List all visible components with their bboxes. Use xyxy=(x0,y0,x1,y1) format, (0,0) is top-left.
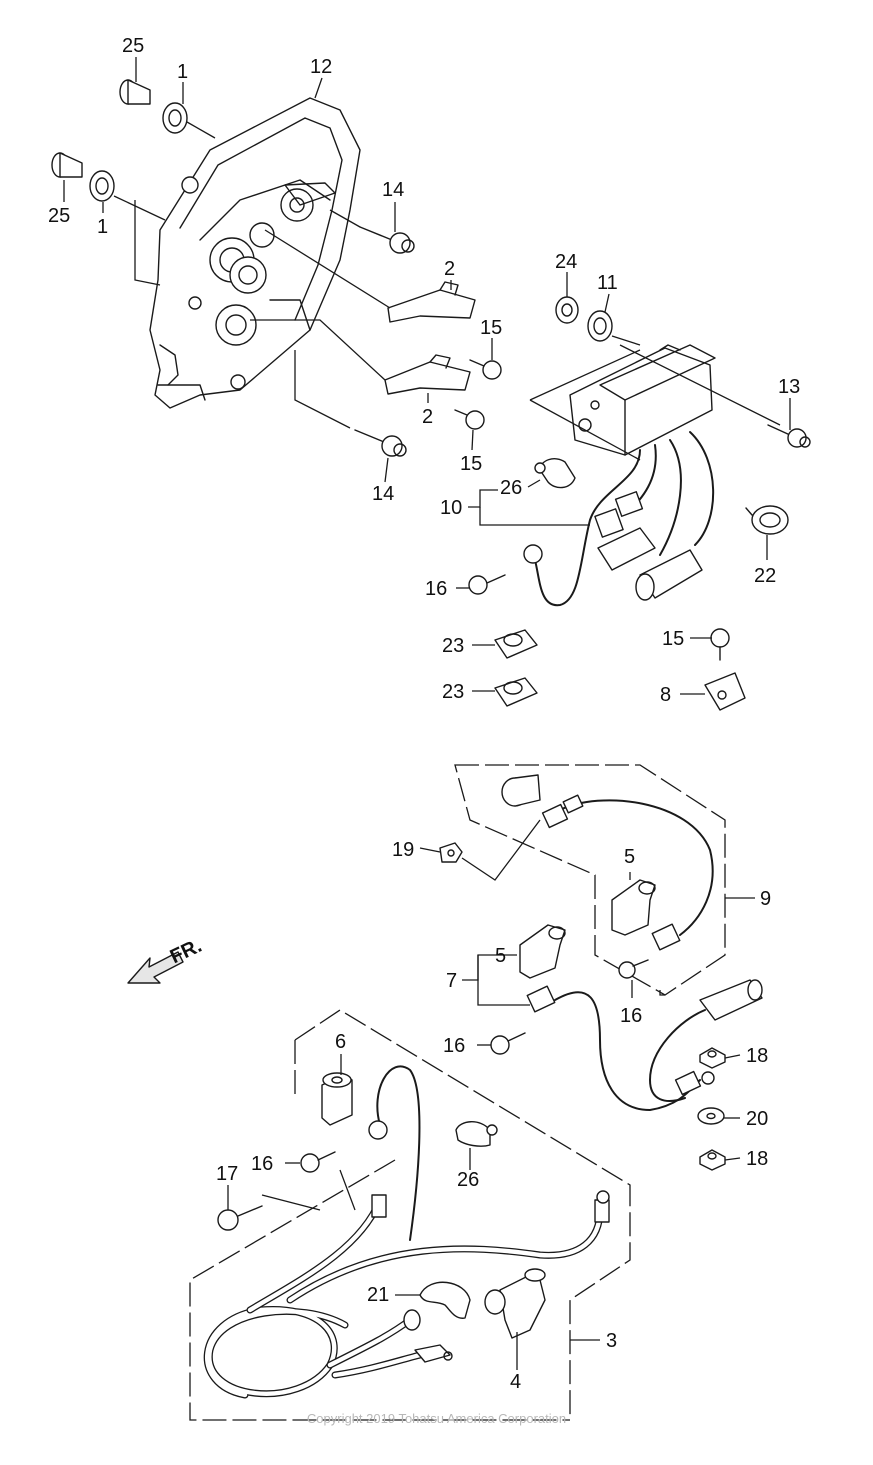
collar-25-upper xyxy=(119,79,151,105)
clamp-23-b xyxy=(494,677,538,707)
bolt-13 xyxy=(767,424,811,448)
callout-15-top: 15 xyxy=(480,317,502,339)
screw-16-mid xyxy=(618,959,649,979)
callout-25-top: 25 xyxy=(122,35,144,57)
bracket-part-12 xyxy=(149,97,361,409)
callout-18-top: 18 xyxy=(746,1045,768,1067)
callout-14-top: 14 xyxy=(382,179,404,201)
callout-20: 20 xyxy=(746,1108,768,1130)
bolt-14-upper xyxy=(359,226,415,254)
callout-16-mid: 16 xyxy=(620,1005,642,1027)
callout-6: 6 xyxy=(335,1031,346,1053)
clamp-23-a xyxy=(494,629,538,659)
callout-23-b: 23 xyxy=(442,681,464,703)
callout-13: 13 xyxy=(778,376,800,398)
harness-9-cable xyxy=(541,794,714,951)
callout-3: 3 xyxy=(606,1330,617,1352)
plate-2-upper xyxy=(387,281,476,323)
callout-18-bottom: 18 xyxy=(746,1148,768,1170)
callout-7: 7 xyxy=(446,970,457,992)
bolt-17 xyxy=(217,1205,263,1231)
grommet-24 xyxy=(555,296,579,324)
harness-7-cable xyxy=(526,979,763,1111)
rectifier-unit-10 xyxy=(569,344,716,456)
boot-5-upper xyxy=(611,879,656,936)
rectifier-harness xyxy=(523,431,715,607)
tie-21 xyxy=(419,1281,471,1319)
callout-16-lower: 16 xyxy=(251,1153,273,1175)
callout-17: 17 xyxy=(216,1163,238,1185)
callout-9: 9 xyxy=(760,888,771,910)
callout-25-bottom: 25 xyxy=(48,205,70,227)
callout-24: 24 xyxy=(555,251,577,273)
callout-leaders xyxy=(63,57,791,1370)
callout-26-top: 26 xyxy=(500,477,522,499)
callout-16-left: 16 xyxy=(443,1035,465,1057)
screw-15-c xyxy=(710,628,730,661)
callout-23-a: 23 xyxy=(442,635,464,657)
boot-4 xyxy=(484,1268,546,1339)
clamp-22 xyxy=(745,505,789,535)
callout-19: 19 xyxy=(392,839,414,861)
copyright-notice: Copyright 2019 Tohatsu America Corporati… xyxy=(306,1411,567,1426)
screw-16-lower xyxy=(300,1151,336,1173)
callout-1-bottom: 1 xyxy=(97,216,108,238)
callout-5-bottom: 5 xyxy=(495,945,506,967)
screw-15-a xyxy=(469,359,502,380)
callout-2-top: 2 xyxy=(444,258,455,280)
washer-20 xyxy=(697,1107,725,1125)
callout-15-right: 15 xyxy=(662,628,684,650)
callout-10: 10 xyxy=(440,497,462,519)
plate-2-lower xyxy=(384,354,471,395)
battery-cable-coil xyxy=(203,1065,610,1399)
grommet-1-upper xyxy=(162,102,188,134)
nut-19 xyxy=(439,842,463,863)
callout-14-bottom: 14 xyxy=(372,483,394,505)
grommet-1-lower xyxy=(89,170,115,202)
callout-12: 12 xyxy=(310,56,332,78)
callout-22: 22 xyxy=(754,565,776,587)
plate-8 xyxy=(704,672,746,711)
callout-numbers: 25 1 12 25 1 14 2 24 11 15 13 2 14 15 26… xyxy=(48,35,800,1393)
front-direction-arrow xyxy=(127,951,184,984)
clip-26-lower xyxy=(455,1121,498,1147)
bolt-14-lower xyxy=(354,429,407,457)
grommet-11 xyxy=(587,310,613,342)
screw-16-left xyxy=(490,1032,526,1055)
callout-21: 21 xyxy=(367,1284,389,1306)
callout-11: 11 xyxy=(597,272,618,294)
callout-16-top: 16 xyxy=(425,578,447,600)
boot-5-lower xyxy=(519,924,566,979)
callout-5-top: 5 xyxy=(624,846,635,868)
screw-16-upper xyxy=(468,574,506,595)
clip-26-upper xyxy=(534,458,576,489)
callout-8: 8 xyxy=(660,684,671,706)
terminal-6 xyxy=(321,1072,353,1126)
callout-1-top: 1 xyxy=(177,61,188,83)
callout-26-bottom: 26 xyxy=(457,1169,479,1191)
collar-25-lower xyxy=(51,152,83,178)
callout-2-bottom: 2 xyxy=(422,406,433,428)
nut-18-lower xyxy=(699,1149,726,1171)
screw-15-b xyxy=(454,409,485,430)
nut-18-upper xyxy=(699,1047,726,1069)
callout-15-mid: 15 xyxy=(460,453,482,475)
callout-4: 4 xyxy=(510,1371,521,1393)
cap-19-connector xyxy=(501,774,541,807)
